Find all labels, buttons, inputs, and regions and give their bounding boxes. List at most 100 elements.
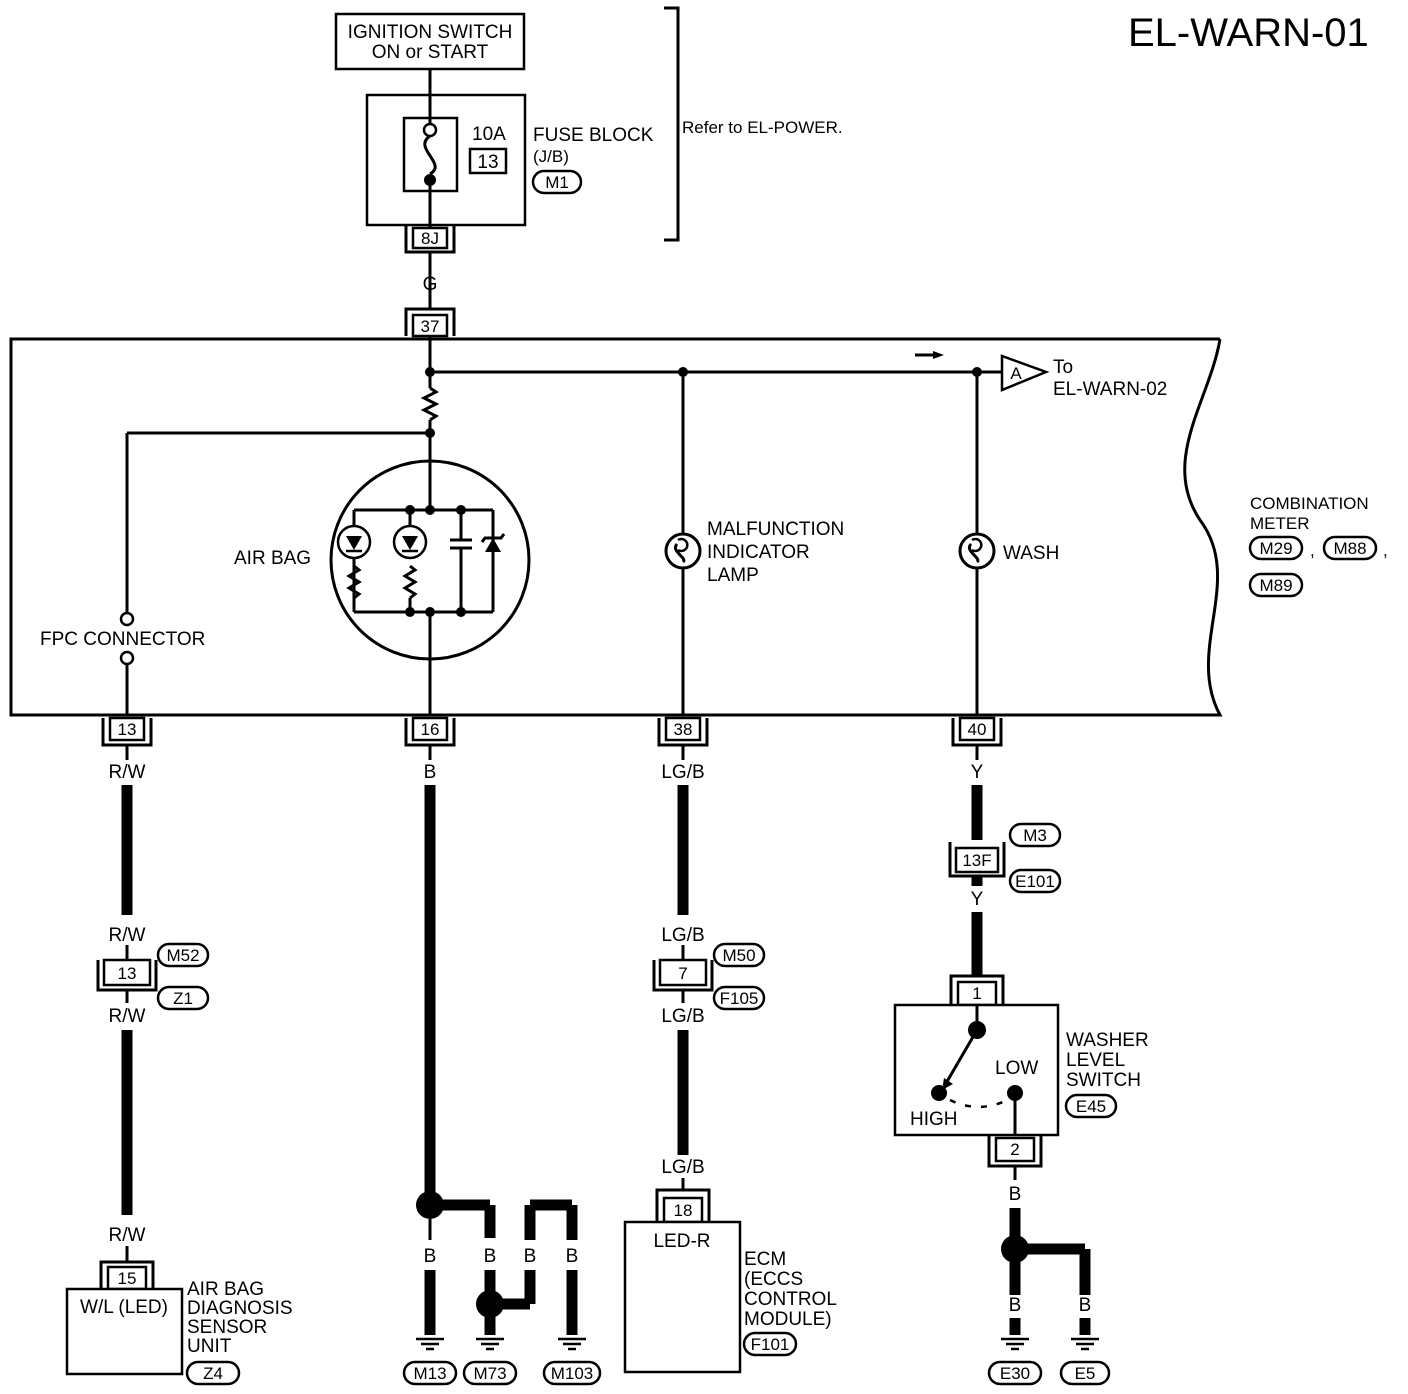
washer-switch-label-2: LEVEL <box>1066 1050 1125 1071</box>
sensor-unit-label-1: AIR BAG <box>187 1279 264 1300</box>
svg-text:13: 13 <box>118 720 137 739</box>
ecm-pin-18: 18 <box>655 1188 711 1224</box>
wire-b-m73b: B <box>524 1246 537 1267</box>
mil-label-line3: LAMP <box>707 565 759 586</box>
connector-e101: E101 <box>1015 872 1055 891</box>
air-bag-diagnosis-sensor-unit: W/L (LED) <box>65 1287 184 1376</box>
connector-8j: 8J <box>404 226 456 254</box>
terminal-40: 40 <box>951 716 1003 747</box>
wire-rw-1: R/W <box>109 762 146 783</box>
ground-e5: E5 <box>1075 1364 1096 1383</box>
air-bag-warning-unit <box>329 433 531 715</box>
svg-text:7: 7 <box>678 964 687 983</box>
ground-e30: E30 <box>1000 1364 1030 1383</box>
wire-b-e5: B <box>1079 1295 1092 1316</box>
ignition-label-line2: ON or START <box>372 42 489 63</box>
ecm-unit: LED-R <box>623 1220 742 1374</box>
fuse-block-label: FUSE BLOCK <box>533 125 654 146</box>
ecm-label-1: ECM <box>744 1249 786 1270</box>
fuse-number: 13 <box>477 152 498 173</box>
connector-37: 37 <box>404 307 456 338</box>
ecm-led-r: LED-R <box>653 1231 710 1252</box>
wire-lgb-1: LG/B <box>661 762 704 783</box>
meter-connector-m89: M89 <box>1259 576 1292 595</box>
connector-e45: E45 <box>1076 1097 1106 1116</box>
connector-m50: M50 <box>722 946 755 965</box>
wire-b-m73a: B <box>484 1246 497 1267</box>
ecm-label-4: MODULE) <box>744 1309 832 1330</box>
combination-meter-label: COMBINATION <box>1250 494 1369 513</box>
connector-m52: M52 <box>166 946 199 965</box>
ground-m13: M13 <box>413 1364 446 1383</box>
svg-text:,: , <box>1383 541 1388 560</box>
page-title: EL-WARN-01 <box>1128 11 1369 55</box>
wash-label: WASH <box>1003 543 1059 564</box>
sensor-unit-label-3: SENSOR <box>187 1317 267 1338</box>
wire-rw-3: R/W <box>109 1006 146 1027</box>
washer-switch-pin-2: 2 <box>987 1135 1043 1168</box>
wire-lgb-4: LG/B <box>661 1157 704 1178</box>
wire-rw-2: R/W <box>109 925 146 946</box>
switch-low-label: LOW <box>995 1058 1038 1079</box>
ignition-label-line1: IGNITION SWITCH <box>348 22 513 43</box>
power-reference: Refer to EL-POWER. <box>682 118 843 137</box>
connector-z1: Z1 <box>173 989 193 1008</box>
wash-lamp <box>958 532 996 570</box>
connector-a: A To EL-WARN-02 <box>1000 354 1167 400</box>
svg-text:2: 2 <box>1010 1140 1019 1159</box>
sensor-unit-label-2: DIAGNOSIS <box>187 1298 293 1319</box>
wire-b-e30: B <box>1009 1295 1022 1316</box>
wire-y-2: Y <box>971 889 984 910</box>
svg-text:13F: 13F <box>962 851 991 870</box>
joint-connector-13: 13 <box>96 958 158 992</box>
terminal-38: 38 <box>657 716 709 747</box>
fuse-block: 10A 13 FUSE BLOCK (J/B) M1 <box>365 93 654 235</box>
svg-text:1: 1 <box>972 984 981 1003</box>
svg-text:38: 38 <box>674 720 693 739</box>
svg-text:37: 37 <box>421 317 440 336</box>
mil-label-line2: INDICATOR <box>707 542 810 563</box>
ecm-label-2: (ECCS <box>744 1269 803 1290</box>
joint-connector-13f: 13F <box>948 842 1006 878</box>
sensor-unit-wl-led: W/L (LED) <box>80 1297 168 1318</box>
connector-f105: F105 <box>720 989 759 1008</box>
ecm-label-3: CONTROL <box>744 1289 837 1310</box>
joint-connector-7: 7 <box>652 958 714 992</box>
svg-text:15: 15 <box>118 1269 137 1288</box>
connector-a-to: To <box>1053 357 1073 378</box>
wire-b-m13: B <box>424 1246 437 1267</box>
terminal-16: 16 <box>404 716 456 747</box>
combination-meter-outline <box>9 337 1223 717</box>
malfunction-indicator-lamp <box>664 532 702 570</box>
mil-label-line1: MALFUNCTION <box>707 519 844 540</box>
wire-b-washer: B <box>1009 1184 1022 1205</box>
washer-switch-label-3: SWITCH <box>1066 1070 1141 1091</box>
connector-z4: Z4 <box>203 1364 223 1383</box>
wire-color-g: G <box>423 274 438 295</box>
ground-m103: M103 <box>551 1364 594 1383</box>
wire-b-main: B <box>424 762 437 783</box>
wire-lgb-2: LG/B <box>661 925 704 946</box>
svg-text:8J: 8J <box>421 229 439 248</box>
sensor-unit-pin-15: 15 <box>99 1260 155 1291</box>
sensor-unit-label-4: UNIT <box>187 1336 232 1357</box>
wire-rw-4: R/W <box>109 1225 146 1246</box>
fuse-block-connector: M1 <box>545 173 569 192</box>
ground-m73: M73 <box>473 1364 506 1383</box>
connector-f101: F101 <box>751 1335 790 1354</box>
fpc-connector-label: FPC CONNECTOR <box>40 629 205 650</box>
ignition-switch: IGNITION SWITCH ON or START <box>334 12 526 71</box>
svg-text:18: 18 <box>674 1201 693 1220</box>
fuse-block-sub: (J/B) <box>533 147 569 166</box>
combination-meter-label-2: METER <box>1250 514 1310 533</box>
svg-text:,: , <box>1310 541 1315 560</box>
meter-connector-m88: M88 <box>1333 539 1366 558</box>
terminal-13: 13 <box>101 716 153 747</box>
meter-connector-m29: M29 <box>1259 539 1292 558</box>
svg-text:16: 16 <box>421 720 440 739</box>
wire-y-1: Y <box>971 762 984 783</box>
svg-text:40: 40 <box>968 720 987 739</box>
switch-high-label: HIGH <box>910 1109 958 1130</box>
connector-m3: M3 <box>1023 826 1047 845</box>
